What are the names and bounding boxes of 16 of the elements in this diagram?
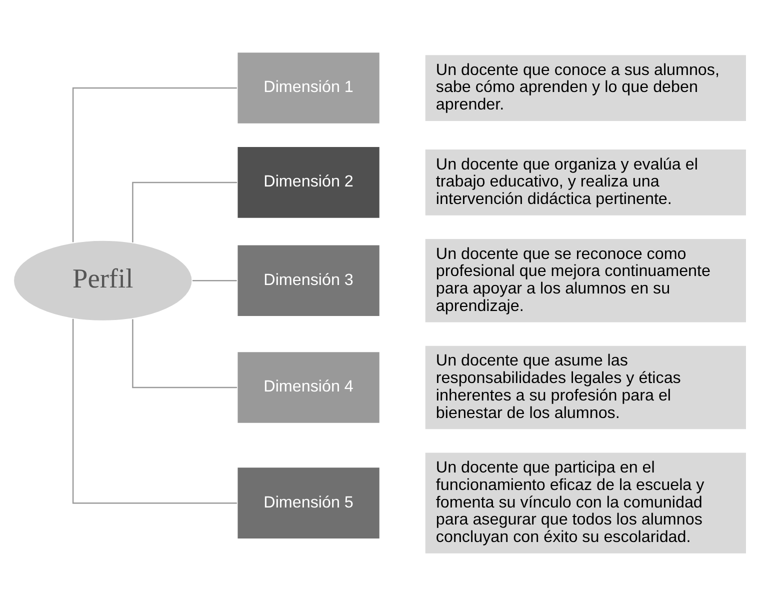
connector	[72, 318, 237, 504]
connector	[72, 87, 237, 242]
connector	[132, 319, 238, 388]
node-box: Dimensión 4	[236, 350, 381, 424]
connector	[132, 182, 238, 242]
node-box: Dimensión 1	[236, 51, 381, 125]
node-box: Dimensión 2	[236, 146, 381, 220]
node-box: Un docente que asume las responsabilidades legales y éticas inherentes a su profesión para el bienestar de los alumnos.	[424, 344, 748, 430]
node-box: Un docente que organiza y evalúa el trabajo educativo, y realiza una intervención didáctica pertinente.	[424, 148, 748, 217]
node-ellipse: Perfil	[12, 240, 193, 322]
node-box: Un docente que conoce a sus alumnos, sabe cómo aprenden y lo que deben aprender.	[424, 54, 748, 122]
node-box: Dimensión 3	[236, 244, 381, 318]
node-box: Un docente que se reconoce como profesional que mejora continuamente para apoyar a los alumnos en su aprendizaje.	[424, 238, 748, 324]
node-box: Un docente que participa en el funcionamiento eficaz de la escuela y fomenta su vínculo con la comunidad para asegurar que todos los alumnos concluyan con éxito su escolaridad.	[424, 452, 748, 555]
node-box: Dimensión 5	[236, 466, 381, 540]
connector	[192, 280, 237, 282]
